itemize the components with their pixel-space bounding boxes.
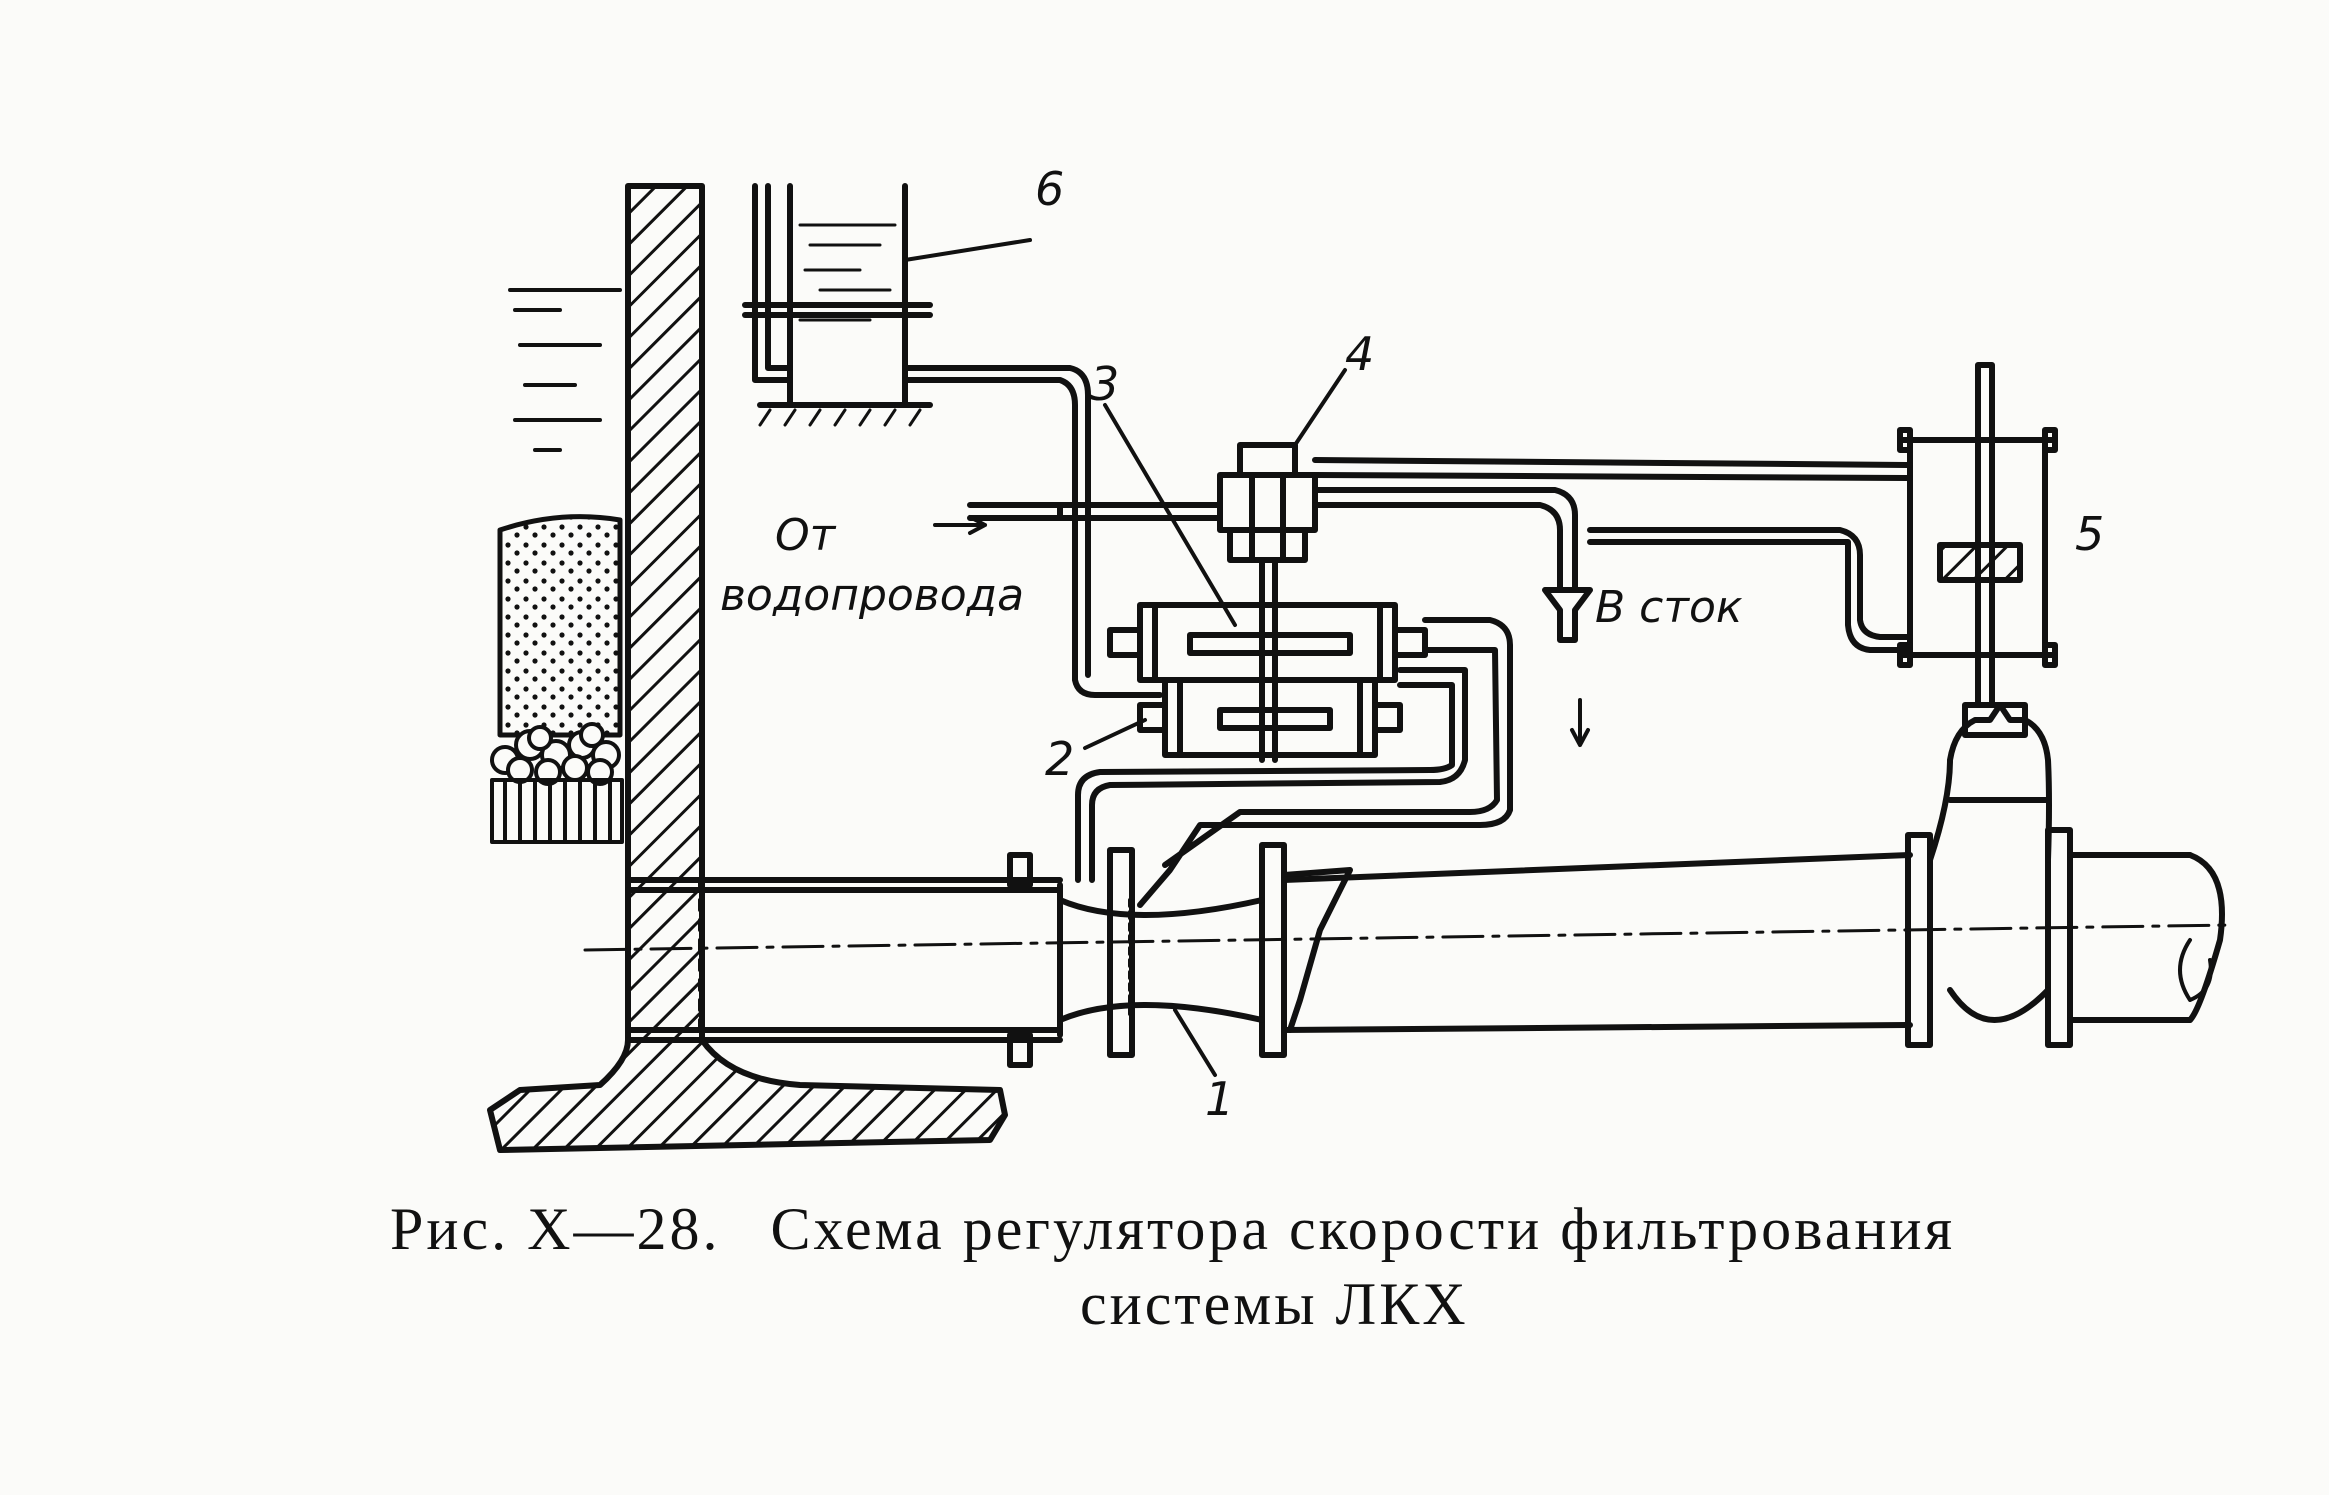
- impulse-pipes: [1075, 617, 1513, 908]
- label-part-3: 3: [1090, 357, 1119, 411]
- filter-wall: [487, 183, 1008, 1153]
- water-surface-lines: [508, 288, 622, 452]
- reference-tank: [742, 183, 933, 427]
- tank-to-regulator-pipe: [902, 365, 1163, 698]
- label-from-line2: водопровода: [720, 570, 1024, 621]
- venturi-tube: [1057, 882, 1265, 1038]
- leader-lines: [903, 238, 1347, 1077]
- regulator-upper-chamber: [1107, 602, 1428, 683]
- drainage-bottom: [490, 778, 624, 844]
- supply-arrow: [933, 515, 987, 535]
- outlet-pipe: [625, 877, 1063, 1043]
- figure-caption-line1: Рис. X—28. Схема регулятора скорости филь…: [390, 1195, 2005, 1264]
- level-tube: [752, 183, 793, 383]
- pipe-axis: [583, 923, 2232, 952]
- downstream-pipe: [1281, 852, 2225, 1033]
- label-part-4: 4: [1345, 327, 1374, 381]
- caption-text: Схема регулятора скорости фильтрования: [770, 1196, 1956, 1262]
- distributor-valve: [1217, 442, 1318, 563]
- distributor-lines: [1312, 457, 1913, 653]
- gate-valve: [1927, 702, 2052, 1023]
- label-part-6: 6: [1035, 162, 1064, 216]
- drain-arrow: [1570, 698, 1590, 747]
- regulator-lower-chamber: [1137, 677, 1403, 758]
- gravel-layer: [490, 722, 621, 786]
- label-part-1: 1: [1205, 1072, 1234, 1126]
- sand-bed: [497, 514, 623, 738]
- piston-rod: [1975, 362, 1995, 708]
- label-part-5: 5: [2075, 507, 2104, 561]
- drain-funnel: [1542, 587, 1593, 643]
- figure-number: Рис. X—28.: [390, 1196, 721, 1262]
- label-part-2: 2: [1045, 732, 1074, 786]
- label-drain: В сток: [1595, 582, 1743, 633]
- water-supply-line: [967, 502, 1223, 521]
- figure-caption-line2: системы ЛКХ: [1080, 1271, 1469, 1337]
- label-from-line1: От: [775, 510, 837, 561]
